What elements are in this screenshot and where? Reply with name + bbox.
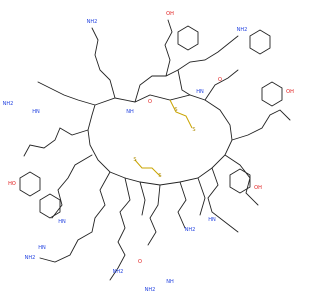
atom-label: NH2: [87, 19, 98, 25]
atom-label: HN: [208, 217, 216, 223]
atom-label: HO: [8, 181, 16, 187]
atom-label: HN: [32, 109, 40, 115]
atom-label: S: [192, 127, 195, 133]
atom-label: HN: [58, 219, 66, 225]
atom-label: NH2: [3, 101, 14, 107]
atom-label: S: [174, 107, 177, 113]
atom-label: O: [218, 77, 222, 83]
atom-label: OH: [254, 185, 262, 191]
atom-label: S: [158, 173, 161, 179]
atom-label: HN: [196, 89, 204, 95]
disulfide-bridges: [134, 99, 193, 177]
molecule-structure-canvas: NH2 OH O HN O NH NH2 OH S S HO OH S S HN…: [3, 11, 294, 293]
peptide-skeletal-formula: NH2 OH O HN O NH NH2 OH S S HO OH S S HN…: [3, 11, 294, 293]
atom-labels: NH2 OH O HN O NH NH2 OH S S HO OH S S HN…: [3, 11, 294, 293]
atom-label: NH2: [25, 255, 36, 261]
atom-label: OH: [286, 89, 294, 95]
atom-label: OH: [166, 11, 174, 17]
atom-label: NH2: [145, 287, 156, 293]
atom-label: NH2: [113, 269, 124, 275]
atom-label: NH2: [237, 27, 248, 33]
atom-label: O: [138, 259, 142, 265]
backbone-bonds: [23, 19, 291, 281]
aromatic-rings: [19, 25, 283, 219]
atom-label: NH: [126, 109, 134, 115]
atom-label: HN: [38, 245, 46, 251]
atom-label: S: [133, 157, 136, 163]
atom-label: NH2: [185, 227, 196, 233]
atom-label: O: [148, 99, 152, 105]
atom-label: NH: [166, 279, 174, 285]
